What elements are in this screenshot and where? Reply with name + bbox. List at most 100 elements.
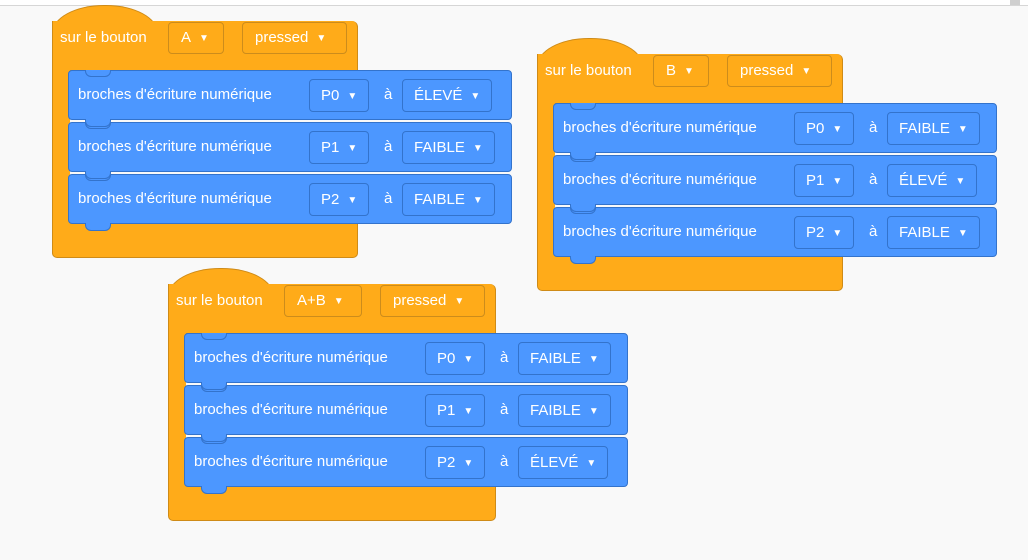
block-connector-bottom — [85, 171, 111, 179]
digital-write-label: broches d'écriture numérique — [194, 401, 388, 418]
connector-label: à — [500, 453, 509, 470]
caret-down-icon: ▼ — [463, 458, 474, 469]
connector-label: à — [500, 401, 509, 418]
button-dropdown[interactable]: B▼ — [653, 55, 709, 87]
pin-dropdown-value: P2 — [437, 454, 456, 471]
caret-down-icon: ▼ — [463, 406, 474, 417]
pin-dropdown[interactable]: P2 ▼ — [425, 446, 486, 479]
caret-down-icon: ▼ — [801, 66, 812, 77]
value-dropdown[interactable]: FAIBLE ▼ — [518, 394, 611, 427]
digital-write-pin-block[interactable]: broches d'écriture numérique P2 ▼ à ÉLEVÉ▼ — [184, 437, 628, 494]
digital-write-label: broches d'écriture numérique — [78, 86, 272, 103]
pin-dropdown-value: P0 — [437, 350, 456, 367]
event-dropdown[interactable]: pressed ▼ — [380, 285, 485, 317]
block-connector-top — [85, 70, 111, 77]
button-dropdown-value: B — [666, 62, 677, 79]
block-connector-bottom — [570, 152, 596, 160]
event-block-left-arm — [52, 65, 70, 230]
event-dropdown-value: pressed — [393, 292, 447, 309]
event-dropdown[interactable]: pressed▼ — [727, 55, 832, 87]
digital-write-label: broches d'écriture numérique — [78, 138, 272, 155]
digital-write-label: broches d'écriture numérique — [563, 171, 757, 188]
caret-down-icon: ▼ — [316, 33, 327, 44]
caret-down-icon: ▼ — [588, 406, 599, 417]
caret-down-icon: ▼ — [832, 176, 843, 187]
event-dropdown-value: pressed — [255, 29, 309, 46]
caret-down-icon: ▼ — [347, 91, 358, 102]
button-dropdown-value: A — [181, 29, 192, 46]
pin-dropdown-value: P1 — [321, 139, 340, 156]
caret-down-icon: ▼ — [832, 228, 843, 239]
pin-dropdown[interactable]: P1 ▼ — [309, 131, 370, 164]
caret-down-icon: ▼ — [684, 66, 694, 77]
connector-label: à — [500, 349, 509, 366]
pin-dropdown[interactable]: P2▼ — [309, 183, 370, 216]
block-connector-top — [570, 103, 596, 110]
scrollbar-thumb[interactable] — [1010, 0, 1020, 5]
value-dropdown[interactable]: FAIBLE▼ — [518, 342, 611, 375]
block-connector-bottom — [85, 119, 111, 127]
digital-write-pin-block[interactable]: broches d'écriture numérique P1 ▼ à FAIBLE ▼ — [184, 385, 628, 442]
value-dropdown-value: FAIBLE — [530, 402, 581, 419]
event-block-label: sur le bouton — [545, 62, 632, 79]
connector-label: à — [384, 138, 393, 155]
caret-down-icon: ▼ — [454, 296, 465, 307]
pin-dropdown-value: P1 — [437, 402, 456, 419]
connector-label: à — [869, 223, 878, 240]
pin-dropdown-value: P1 — [806, 172, 825, 189]
value-dropdown-value: FAIBLE — [899, 120, 950, 137]
pin-dropdown[interactable]: P2 ▼ — [794, 216, 855, 249]
caret-down-icon: ▼ — [199, 33, 209, 44]
pin-dropdown[interactable]: P1 ▼ — [425, 394, 486, 427]
event-block-left-arm — [537, 98, 555, 263]
pin-dropdown[interactable]: P1 ▼ — [794, 164, 855, 197]
value-dropdown-value: FAIBLE — [899, 224, 950, 241]
pin-dropdown[interactable]: P0▼ — [309, 79, 370, 112]
button-dropdown[interactable]: A▼ — [168, 22, 224, 54]
digital-write-label: broches d'écriture numérique — [194, 349, 388, 366]
value-dropdown[interactable]: ÉLEVÉ▼ — [518, 446, 609, 479]
value-dropdown[interactable]: FAIBLE ▼ — [887, 216, 980, 249]
connector-label: à — [384, 86, 393, 103]
block-connector-bottom — [201, 382, 227, 390]
block-connector-bottom — [570, 204, 596, 212]
pin-dropdown-value: P2 — [806, 224, 825, 241]
block-connector-top-inner — [86, 70, 110, 76]
caret-down-icon: ▼ — [586, 458, 597, 469]
connector-label: à — [384, 190, 393, 207]
digital-write-label: broches d'écriture numérique — [563, 223, 757, 240]
button-dropdown[interactable]: A+B▼ — [284, 285, 362, 317]
event-block-label: sur le bouton — [60, 29, 147, 46]
button-dropdown-value: A+B — [297, 292, 326, 309]
event-block-label: sur le bouton — [176, 292, 263, 309]
caret-down-icon: ▼ — [472, 143, 483, 154]
caret-down-icon: ▼ — [472, 195, 483, 206]
value-dropdown[interactable]: ÉLEVÉ▼ — [402, 79, 493, 112]
caret-down-icon: ▼ — [347, 143, 358, 154]
value-dropdown[interactable]: FAIBLE ▼ — [402, 131, 495, 164]
value-dropdown[interactable]: ÉLEVÉ▼ — [887, 164, 978, 197]
block-connector-top-inner — [202, 333, 226, 339]
top-border — [0, 0, 1028, 6]
caret-down-icon: ▼ — [955, 176, 966, 187]
value-dropdown-value: ÉLEVÉ — [414, 87, 463, 104]
digital-write-pin-block[interactable]: broches d'écriture numérique P2 ▼ à FAIBLE ▼ — [553, 207, 997, 264]
caret-down-icon: ▼ — [957, 228, 968, 239]
digital-write-pin-block[interactable]: broches d'écriture numérique P1 ▼ à FAIBLE ▼ — [68, 122, 512, 179]
value-dropdown[interactable]: FAIBLE▼ — [887, 112, 980, 145]
value-dropdown-value: FAIBLE — [414, 139, 465, 156]
pin-dropdown[interactable]: P0▼ — [794, 112, 855, 145]
caret-down-icon: ▼ — [588, 354, 599, 365]
block-connector-bottom — [85, 223, 111, 231]
event-dropdown[interactable]: pressed ▼ — [242, 22, 347, 54]
value-dropdown[interactable]: FAIBLE▼ — [402, 183, 495, 216]
pin-dropdown[interactable]: P0▼ — [425, 342, 486, 375]
caret-down-icon: ▼ — [832, 124, 843, 135]
connector-label: à — [869, 119, 878, 136]
digital-write-label: broches d'écriture numérique — [194, 453, 388, 470]
